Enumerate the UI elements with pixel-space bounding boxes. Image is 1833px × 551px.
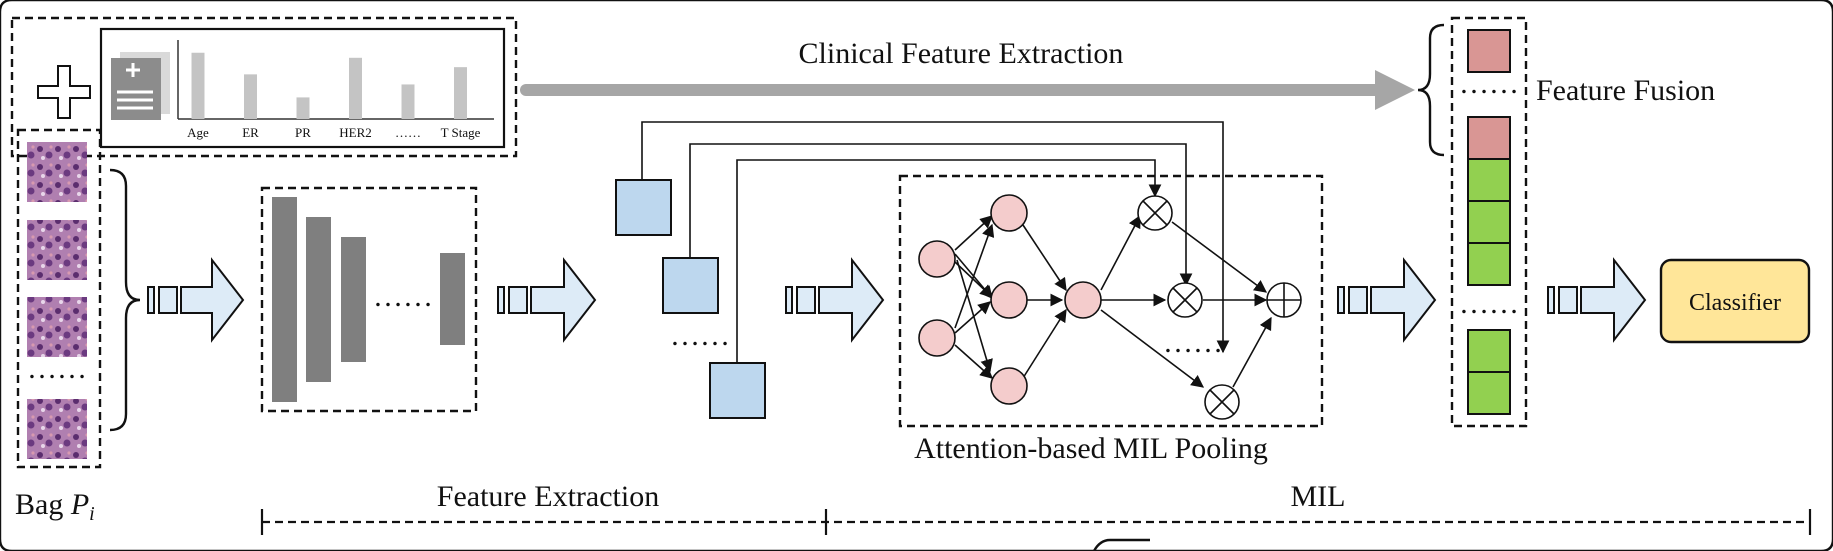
clinical-flow-arrowhead [1375, 70, 1415, 110]
input-node-1 [918, 240, 956, 278]
cross-multiply-icon [1137, 195, 1173, 231]
cnn-layer-3 [341, 237, 366, 362]
clinical-bar-label: ER [242, 125, 259, 140]
plus-icon [37, 65, 91, 119]
clinical-bar-labels: Age ER PR HER2 …… T Stage [187, 125, 480, 140]
patch-ellipsis: …… [27, 352, 87, 385]
image-feature-cell-5 [1467, 371, 1511, 415]
bag-box [16, 128, 102, 469]
mil-label: MIL [1291, 480, 1346, 513]
clinical-bar-label: HER2 [339, 125, 372, 140]
clinical-bar-label: …… [395, 125, 421, 140]
hidden-node-1 [990, 194, 1028, 232]
image-feature-cell-2 [1467, 200, 1511, 244]
cnn-layer-1 [272, 197, 297, 402]
classifier-box [1659, 258, 1811, 344]
multiply-ellipsis: …… [1163, 326, 1223, 359]
flow-arrow-5 [1547, 257, 1647, 343]
hidden-node-2 [990, 281, 1028, 319]
patch-3 [27, 297, 87, 357]
skip-line-1 [641, 121, 1230, 354]
frame-notch-right [1092, 538, 1150, 551]
classifier-label: Classifier [1689, 290, 1781, 316]
flow-arrow-2 [497, 257, 597, 343]
bag-label: Bag Pi [15, 488, 95, 525]
clinical-bar [349, 57, 362, 119]
cnn-ellipsis: …… [373, 280, 433, 313]
patch-4 [27, 399, 87, 459]
clinical-feature-extraction-label: Clinical Feature Extraction [799, 37, 1124, 70]
cross-multiply-icon [1167, 282, 1203, 318]
clinical-bar-label: Age [187, 125, 209, 140]
frame-notch-left [1124, 540, 1140, 551]
flow-arrow-1 [147, 257, 245, 343]
document-icon [111, 52, 170, 120]
clinical-feature-ellipsis: …… [1459, 67, 1519, 100]
feature-vector-2 [662, 257, 719, 314]
fused-feature-box [1450, 16, 1528, 428]
clinical-bar-label: T Stage [441, 125, 481, 140]
hidden-node-3 [990, 367, 1028, 405]
patch-1 [27, 142, 87, 202]
flow-arrow-4 [1337, 257, 1437, 343]
patch-brace [109, 168, 141, 432]
input-node-2 [918, 319, 956, 357]
flow-arrow-3 [785, 257, 885, 343]
attention-pooling-box [898, 174, 1324, 428]
cross-multiply-icon [1204, 384, 1240, 420]
patch-2 [27, 220, 87, 280]
clinical-input-box [10, 16, 518, 158]
image-feature-cell-3 [1467, 242, 1511, 286]
clinical-bar [296, 97, 310, 119]
clinical-flow-arrow [520, 84, 1395, 96]
clinical-bar [191, 52, 205, 120]
feature-fusion-label: Feature Fusion [1536, 74, 1715, 107]
clinical-feature-cell-1 [1467, 29, 1511, 73]
feature-vector-3 [709, 362, 766, 419]
fusion-brace [1417, 23, 1445, 157]
cnn-layer-last [440, 253, 465, 345]
image-feature-ellipsis: …… [1459, 287, 1519, 320]
feature-extraction-label: Feature Extraction [437, 480, 659, 513]
plus-circle-icon [1266, 282, 1302, 318]
cnn-layer-2 [306, 217, 331, 382]
image-feature-cell-4 [1467, 329, 1511, 373]
image-feature-cell-1 [1467, 158, 1511, 202]
clinical-bar [401, 84, 415, 119]
attention-pooling-label: Attention-based MIL Pooling [914, 432, 1268, 465]
clinical-bars [191, 52, 467, 120]
skip-line-3 [736, 159, 1162, 363]
clinical-bar-label: PR [295, 125, 311, 140]
skip-line-2 [689, 143, 1193, 287]
feature-vector-1 [615, 179, 672, 236]
attention-node [1064, 281, 1102, 319]
clinical-bar [244, 74, 257, 119]
cnn-box [260, 186, 478, 413]
clinical-bar [454, 67, 467, 119]
attention-network-edges [954, 214, 1272, 388]
feature-vector-ellipsis: …… [670, 319, 730, 352]
clinical-feature-cell-2 [1467, 116, 1511, 160]
